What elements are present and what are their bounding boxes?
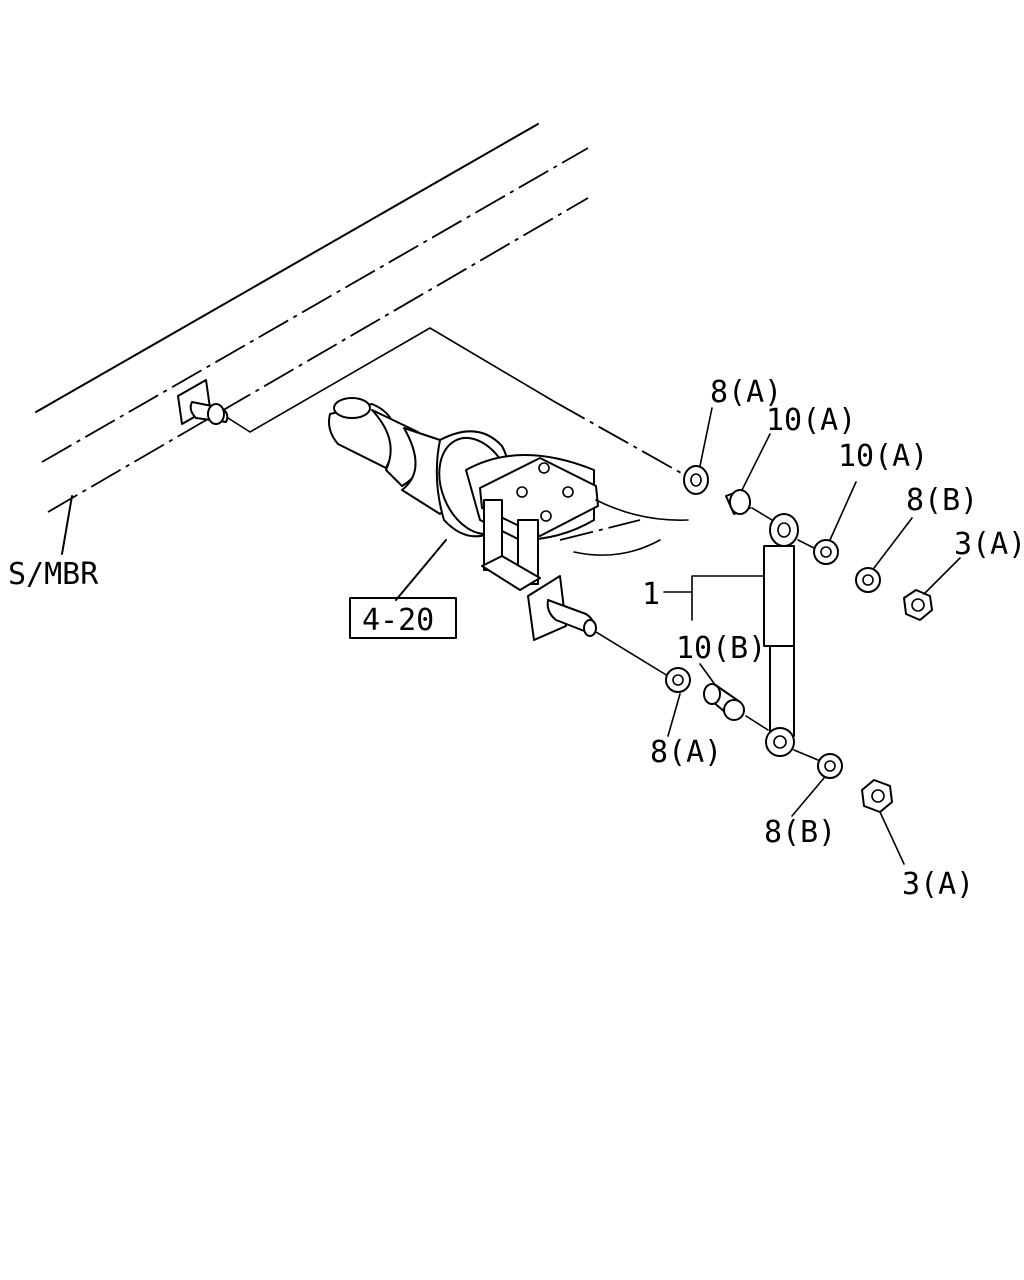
axle-tube-line-2 xyxy=(573,539,661,556)
label-nut-a-top: 3(A) xyxy=(954,527,1024,562)
centerline-lower xyxy=(595,631,669,677)
label-bushing-a-1: 10(A) xyxy=(766,403,856,438)
axle-housing xyxy=(328,397,599,641)
lower-washer-b xyxy=(817,753,843,779)
lower-bolt-axis xyxy=(745,715,769,731)
centerline-upper xyxy=(227,327,556,433)
label-nut-a-bottom: 3(A) xyxy=(902,867,974,902)
label-washer-b-top: 8(B) xyxy=(906,483,978,518)
upper-bolt-axis-2 xyxy=(797,539,815,549)
upper-bushing-a-inner xyxy=(725,489,751,515)
frame-bracket xyxy=(177,379,229,425)
subframe-label: S/MBR xyxy=(8,557,99,592)
lower-bushing-b xyxy=(703,683,745,721)
lower-bolt-axis-2 xyxy=(793,749,819,761)
upper-washer-a xyxy=(683,465,709,495)
label-washer-a-top: 8(A) xyxy=(710,375,782,410)
upper-bolt-axis xyxy=(751,507,773,521)
label-washer-a-bottom: 8(A) xyxy=(650,735,722,770)
label-leaders xyxy=(663,407,961,865)
lower-nut-a xyxy=(861,779,893,813)
ref-box-leader xyxy=(395,539,447,601)
centerline-upper-dash xyxy=(554,401,691,479)
label-bushing-a-2: 10(A) xyxy=(838,439,928,474)
label-shock-absorber: 1 xyxy=(642,577,660,612)
axle-centerline xyxy=(559,519,641,541)
frame-rails xyxy=(35,123,589,513)
lower-washer-a xyxy=(665,667,691,693)
ref-box xyxy=(349,597,457,639)
upper-washer-b xyxy=(855,567,881,593)
axle-tube-line-1 xyxy=(595,499,689,521)
ref-box-label: 4-20 xyxy=(362,603,434,638)
upper-nut-a xyxy=(903,589,933,621)
subframe-leader xyxy=(61,495,73,555)
upper-bushing-a-outer xyxy=(813,539,839,565)
shock-absorber xyxy=(763,513,799,757)
label-bushing-b: 10(B) xyxy=(676,631,766,666)
label-washer-b-bottom: 8(B) xyxy=(764,815,836,850)
